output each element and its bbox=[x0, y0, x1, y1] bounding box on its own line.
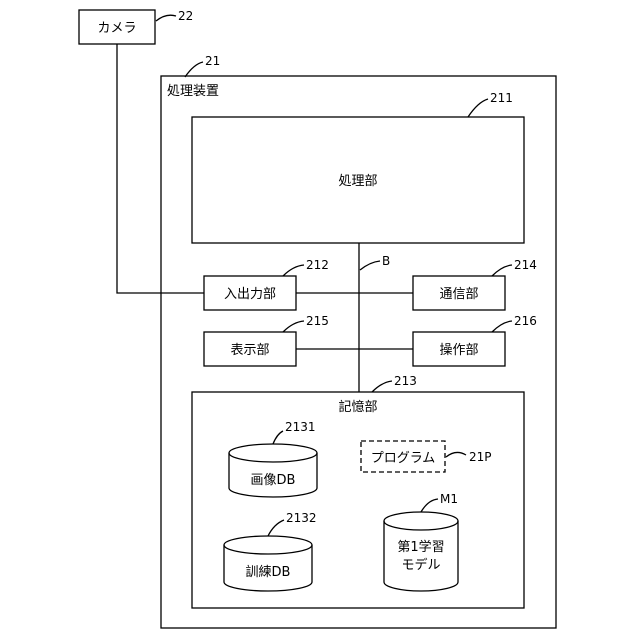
image-db-ref-leader bbox=[273, 431, 283, 444]
training-db-ref-leader bbox=[268, 520, 284, 536]
training-db-cylinder bbox=[224, 536, 312, 591]
program-label: プログラム bbox=[371, 451, 436, 466]
camera-label: カメラ bbox=[97, 21, 136, 36]
comm-unit-ref-leader bbox=[492, 265, 512, 276]
device-ref: 21 bbox=[205, 54, 220, 68]
storage-ref-leader bbox=[372, 381, 392, 392]
image-db-cylinder bbox=[229, 444, 317, 497]
comm-unit-ref: 214 bbox=[514, 258, 537, 272]
storage-ref: 213 bbox=[394, 374, 417, 388]
io-unit-ref-leader bbox=[283, 265, 304, 276]
operation-unit-label: 操作部 bbox=[439, 342, 478, 358]
program-ref: 21P bbox=[469, 450, 492, 464]
display-unit-ref: 215 bbox=[306, 314, 329, 328]
training-db-label: 訓練DB bbox=[246, 564, 291, 580]
camera-ref: 22 bbox=[178, 9, 193, 23]
device-ref-leader bbox=[185, 62, 203, 77]
bus-label: B bbox=[382, 254, 390, 268]
io-unit-ref: 212 bbox=[306, 258, 329, 272]
operation-unit-ref-leader bbox=[492, 321, 512, 332]
model-label-line2: モデル bbox=[401, 557, 440, 573]
comm-unit-label: 通信部 bbox=[439, 287, 478, 302]
io-unit-label: 入出力部 bbox=[224, 287, 276, 302]
model-label-line1: 第1学習 bbox=[397, 539, 444, 555]
processor-ref-leader bbox=[468, 99, 488, 117]
device-label: 処理装置 bbox=[167, 84, 219, 99]
program-ref-leader bbox=[446, 452, 466, 457]
processor-ref: 211 bbox=[490, 91, 513, 105]
model-ref-leader bbox=[421, 499, 438, 512]
training-db-ref: 2132 bbox=[286, 511, 317, 525]
model-ref: M1 bbox=[440, 492, 458, 506]
processor-label: 処理部 bbox=[338, 174, 377, 189]
operation-unit-ref: 216 bbox=[514, 314, 537, 328]
display-unit-label: 表示部 bbox=[230, 343, 269, 358]
image-db-label: 画像DB bbox=[251, 473, 296, 488]
bus-ref-leader bbox=[360, 261, 380, 270]
storage-label: 記憶部 bbox=[338, 399, 377, 415]
image-db-ref: 2131 bbox=[285, 420, 316, 434]
display-unit-ref-leader bbox=[283, 321, 304, 332]
camera-ref-leader bbox=[156, 15, 176, 21]
storage-box bbox=[192, 392, 524, 608]
